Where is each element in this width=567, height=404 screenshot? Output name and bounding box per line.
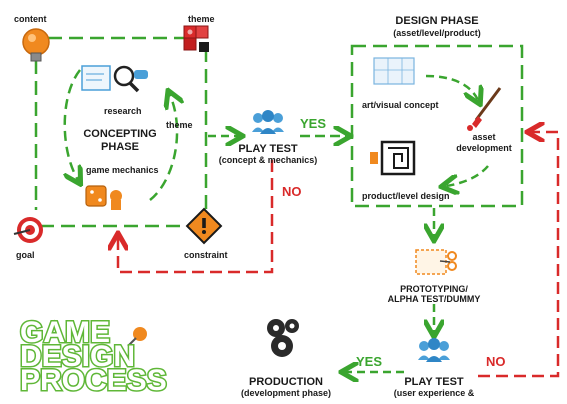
art-concept-label: art/visual concept xyxy=(362,100,439,110)
playtest1-title: PLAY TEST xyxy=(238,143,298,155)
asset-dev-line1: asset xyxy=(472,132,495,142)
goal-label: goal xyxy=(16,250,35,260)
blueprint-icon xyxy=(373,57,415,85)
target-icon xyxy=(13,217,43,243)
lightbulb-icon xyxy=(22,28,50,62)
arrow-asset-to-product xyxy=(446,165,489,186)
playtest1-subtitle: (concept & mechanics) xyxy=(219,155,318,165)
prototyping-line2: ALPHA TEST/DUMMY xyxy=(388,294,481,304)
yes-label-1: YES xyxy=(300,116,326,131)
theme-label: theme xyxy=(188,14,215,24)
playtest2-title: PLAY TEST xyxy=(404,376,464,388)
yes-label-2: YES xyxy=(356,354,382,369)
scissors-icon xyxy=(415,249,457,275)
puzzle-icon xyxy=(183,25,209,52)
paintbrush-icon xyxy=(467,87,502,131)
research-icon xyxy=(81,65,148,93)
content-label: content xyxy=(14,14,47,24)
concepting-title-line2: PHASE xyxy=(101,141,139,153)
logo-line3: PROCESS xyxy=(20,364,167,397)
users-icon xyxy=(418,338,450,362)
production-title: PRODUCTION xyxy=(249,376,323,388)
research-label: research xyxy=(104,106,142,116)
no-label-1: NO xyxy=(282,184,302,199)
design-phase-subtitle: (asset/level/product) xyxy=(393,28,481,38)
game-design-process-logo: GAME DESIGN PROCESS xyxy=(19,315,169,399)
concepting-cycle-arrows xyxy=(65,69,177,201)
theme-inner-label: theme xyxy=(166,120,193,130)
arrow-no-loop-2 xyxy=(478,132,560,378)
users-icon xyxy=(252,110,284,134)
design-phase-box xyxy=(350,44,524,208)
arrow-no-loop-1 xyxy=(118,160,274,274)
warning-icon xyxy=(185,207,223,245)
prototyping-line1: PROTOTYPING/ xyxy=(400,284,468,294)
asset-dev-line2: development xyxy=(456,143,512,153)
game-mechanics-label: game mechanics xyxy=(86,165,159,175)
pushpin-icon xyxy=(127,327,147,347)
product-level-label: product/level design xyxy=(362,191,450,201)
logo-line1: GAME xyxy=(20,316,110,349)
maze-icon xyxy=(370,140,416,176)
arrow-art-to-asset xyxy=(425,74,478,100)
no-label-2: NO xyxy=(486,354,506,369)
concepting-title-line1: CONCEPTING xyxy=(83,128,156,140)
production-subtitle: (development phase) xyxy=(241,388,331,398)
gears-icon xyxy=(267,319,299,357)
design-phase-title: DESIGN PHASE xyxy=(395,15,478,27)
logo-line2: DESIGN xyxy=(20,340,135,373)
concepting-box xyxy=(34,36,208,228)
constraint-label: constraint xyxy=(184,250,228,260)
dice-icon xyxy=(85,185,122,210)
playtest2-subtitle: (user experience & xyxy=(394,388,475,398)
